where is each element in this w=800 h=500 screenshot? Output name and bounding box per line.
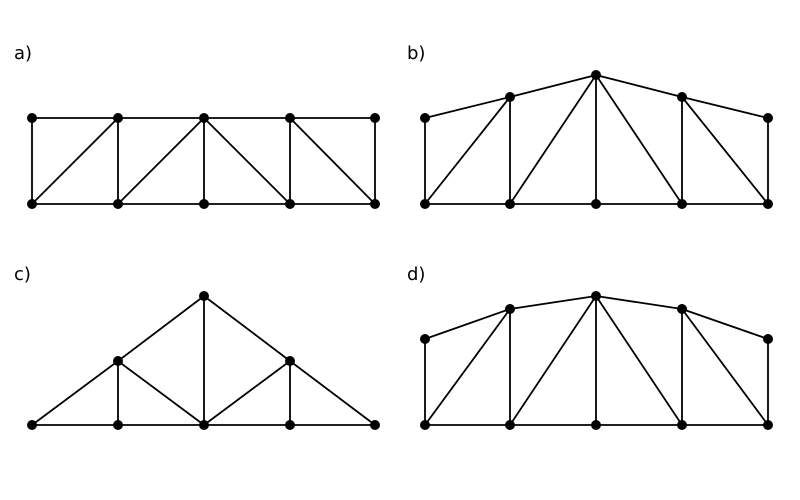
truss-member	[203, 360, 291, 426]
truss-member	[203, 295, 291, 362]
truss-node	[420, 334, 430, 344]
truss-node	[591, 291, 601, 301]
truss-member	[509, 74, 597, 98]
truss-node	[370, 420, 380, 430]
truss-node	[763, 199, 773, 209]
truss-member	[681, 96, 769, 119]
truss-node	[763, 334, 773, 344]
panel-label-d: d)	[407, 264, 425, 285]
truss-node	[763, 420, 773, 430]
truss-node	[370, 113, 380, 123]
truss-member	[681, 96, 769, 205]
truss-node	[199, 113, 209, 123]
truss-node	[677, 304, 687, 314]
truss-member	[424, 308, 511, 340]
truss-node	[420, 420, 430, 430]
truss-node	[677, 92, 687, 102]
truss-node	[505, 420, 515, 430]
truss-node	[505, 304, 515, 314]
truss-node	[505, 199, 515, 209]
truss-member	[424, 308, 511, 426]
truss-member	[424, 96, 511, 205]
truss-member	[424, 96, 511, 119]
truss-node	[420, 199, 430, 209]
truss-member	[117, 360, 205, 426]
truss-member	[595, 74, 683, 205]
truss-node	[591, 199, 601, 209]
truss-member	[595, 295, 683, 426]
truss-b	[420, 70, 773, 209]
panel-label-b: b)	[407, 43, 425, 64]
truss-node	[285, 420, 295, 430]
truss-node	[199, 199, 209, 209]
truss-member	[595, 295, 683, 310]
truss-member	[117, 117, 205, 205]
truss-member	[117, 295, 205, 362]
truss-c	[27, 291, 380, 430]
truss-node	[285, 356, 295, 366]
truss-node	[505, 92, 515, 102]
truss-node	[285, 113, 295, 123]
truss-node	[113, 113, 123, 123]
truss-member	[203, 117, 291, 205]
truss-node	[591, 420, 601, 430]
truss-member	[289, 117, 376, 205]
truss-node	[199, 420, 209, 430]
panel-label-a: a)	[14, 43, 32, 64]
truss-member	[31, 117, 119, 205]
truss-node	[285, 199, 295, 209]
truss-a	[27, 113, 380, 209]
panel-label-c: c)	[14, 264, 31, 285]
truss-member	[509, 295, 597, 426]
truss-member	[31, 360, 119, 426]
truss-member	[509, 74, 597, 205]
truss-node	[27, 420, 37, 430]
truss-member	[595, 74, 683, 98]
truss-node	[113, 199, 123, 209]
truss-node	[199, 291, 209, 301]
truss-member	[509, 295, 597, 310]
truss-node	[113, 420, 123, 430]
truss-node	[763, 113, 773, 123]
truss-node	[27, 199, 37, 209]
truss-node	[591, 70, 601, 80]
truss-d	[420, 291, 773, 430]
truss-node	[113, 356, 123, 366]
truss-member	[681, 308, 769, 426]
truss-node	[370, 199, 380, 209]
truss-node	[420, 113, 430, 123]
truss-node	[677, 199, 687, 209]
truss-node	[27, 113, 37, 123]
truss-member	[681, 308, 769, 340]
truss-member	[289, 360, 376, 426]
truss-node	[677, 420, 687, 430]
